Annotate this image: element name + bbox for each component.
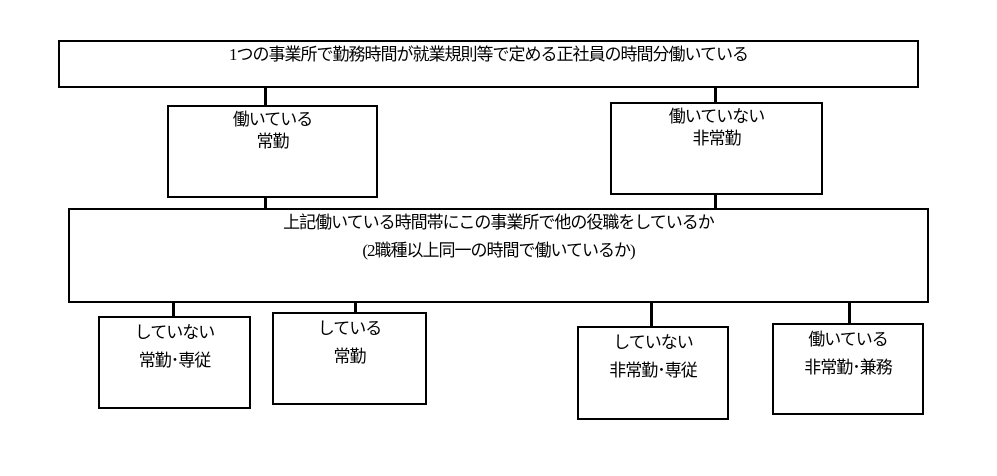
leaf-fulltime: している 常勤 [272,312,427,405]
other-role-question-text: 上記働いている時間帯にこの事業所で他の役職をしているか [283,213,715,232]
leaf-condition: 働いている [808,330,889,349]
leaf-parttime-dedicated: していない 非常勤･専従 [577,326,729,420]
leaf-label: 非常勤･専従 [609,361,698,380]
leaf-condition: していない [613,333,694,352]
leaf-condition: していない [134,323,216,342]
leaf-label: 非常勤･兼務 [804,358,893,377]
full-time-condition: 働いている [232,110,314,129]
leaf-label: 常勤･専従 [138,351,212,370]
part-time-box: 働いていない 非常勤 [610,102,823,195]
connector [714,87,717,103]
leaf-parttime-concurrent: 働いている 非常勤･兼務 [772,323,924,415]
leaf-label: 常勤 [333,347,367,366]
other-role-question-note: (2職種以上同一の時間で働いているか) [362,241,635,260]
part-time-condition: 働いていない [668,107,766,126]
connector [172,302,175,317]
root-question-box: 1つの事業所で勤務時間が就業規則等で定める正社員の時間分働いている [58,40,919,88]
connector [848,302,851,324]
part-time-label: 非常勤 [692,129,742,148]
connector [714,194,717,209]
connector [650,302,653,327]
leaf-fulltime-dedicated: していない 常勤･専従 [98,316,251,409]
root-question-text: 1つの事業所で勤務時間が就業規則等で定める正社員の時間分働いている [229,45,749,64]
leaf-condition: している [317,319,383,338]
connector [354,302,357,313]
connector [264,197,267,209]
full-time-box: 働いている 常勤 [167,105,378,198]
other-role-question-box: 上記働いている時間帯にこの事業所で他の役職をしているか (2職種以上同一の時間で… [68,208,929,303]
connector [264,87,267,106]
full-time-label: 常勤 [256,132,290,151]
